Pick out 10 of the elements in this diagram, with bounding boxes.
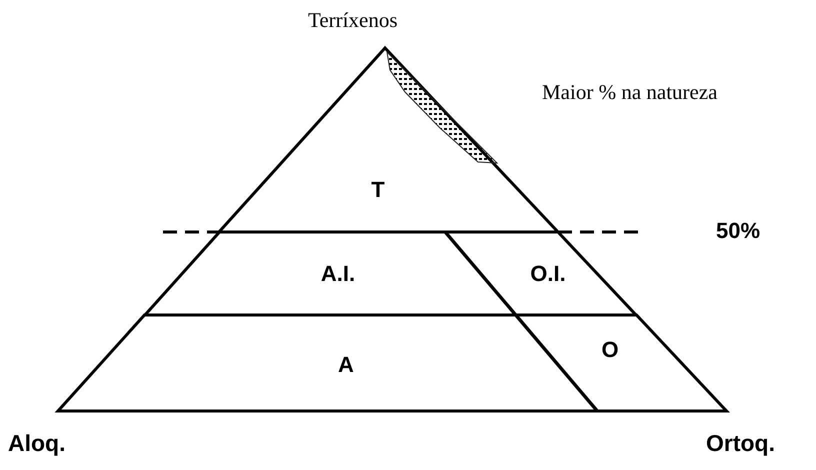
region-label: O — [601, 337, 619, 363]
note-label: Maior % na natureza — [542, 80, 718, 105]
region-label: O.I. — [530, 261, 566, 287]
corner-label: Aloq. — [8, 430, 66, 457]
corner-label: Ortoq. — [706, 430, 775, 457]
percent-label: 50% — [716, 218, 760, 244]
region-label: A.I. — [320, 261, 356, 287]
region-label: T — [371, 177, 385, 203]
apex-label: Terríxenos — [308, 8, 398, 33]
region-label: A — [338, 352, 354, 378]
